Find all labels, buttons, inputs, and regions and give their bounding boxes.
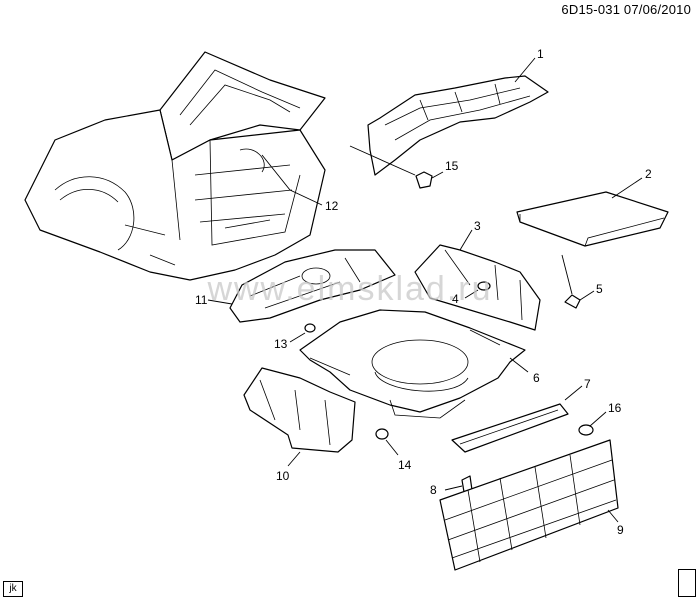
- part-trunk-floor-6: 6: [299, 309, 540, 419]
- corner-badge-icon: [678, 569, 696, 597]
- callout-label: 1: [537, 47, 544, 61]
- part-rear-window-panel-trim: 1: [367, 47, 549, 176]
- vehicle-rear-body: [24, 51, 326, 281]
- part-clip-5: 5: [561, 254, 603, 309]
- callout-label: 7: [584, 377, 591, 391]
- part-fastener-16: 16: [578, 401, 622, 436]
- callout-label: 12: [325, 199, 339, 213]
- callout-label: 14: [398, 458, 412, 472]
- part-fastener-14: 14: [375, 428, 412, 472]
- part-retainer-13: 13: [274, 323, 316, 351]
- fastener-4-icon: [477, 281, 491, 291]
- part-cargo-net-9: 9: [439, 439, 624, 571]
- callout-label: 8: [430, 483, 437, 497]
- part-hook-8: 8: [430, 475, 473, 497]
- callout-label: 11: [195, 293, 208, 307]
- callout-label: 9: [617, 523, 624, 537]
- callout-label: 15: [445, 159, 459, 173]
- part-compartment-trim-11: 11: [195, 249, 396, 323]
- callout-label: 16: [608, 401, 622, 415]
- part-floor-panel-cover: 2: [516, 167, 669, 247]
- part-retainer-15: 15: [349, 145, 459, 189]
- callout-label: 5: [596, 282, 603, 296]
- part-side-trim-panel-left: 10: [243, 367, 356, 483]
- document-id: 6D15-031 07/06/2010: [561, 2, 691, 17]
- callout-label: 13: [274, 337, 288, 351]
- part-sill-plate-7: 7: [451, 377, 591, 453]
- callout-label: 10: [276, 469, 290, 483]
- callout-12-group: 12: [261, 154, 339, 213]
- callout-label: 3: [474, 219, 481, 233]
- callout-label: 6: [533, 371, 540, 385]
- callout-label: 4: [452, 292, 459, 306]
- part-side-trim-panel-right: 3 4: [414, 219, 541, 331]
- callout-label: 2: [645, 167, 652, 181]
- corner-code: jk: [3, 581, 23, 597]
